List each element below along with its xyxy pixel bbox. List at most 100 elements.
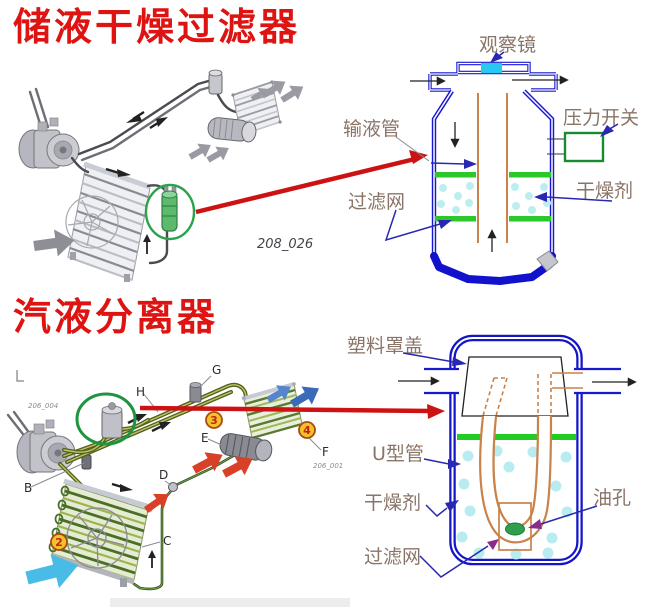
accumulator-labels: 塑料罩盖 U型管 干燥剂 油孔 过滤网 [347, 335, 631, 578]
hidden-tube-lines [482, 374, 552, 417]
arrowhead-icon [490, 52, 503, 63]
arrowhead-icon [534, 192, 547, 202]
bottom-fitting [536, 250, 559, 272]
suction-pipe [77, 78, 214, 156]
callout-letter-D: D [159, 468, 168, 482]
callout-letter-E: E [201, 431, 209, 445]
fan-illustration-bottom [66, 507, 128, 569]
callout-letters: B C D E F G H [24, 363, 329, 548]
desiccant-beads [456, 445, 573, 560]
receiver-drier-title: 储液干燥过滤器 [13, 5, 301, 49]
label-sight-glass: 观察镜 [479, 34, 536, 63]
receiver-drier-cylinder [161, 185, 178, 232]
accumulator-cylinder [101, 402, 123, 439]
label-filter-screen: 过滤网 [364, 539, 499, 578]
side-ports [424, 367, 621, 395]
svg-text:油孔: 油孔 [593, 487, 631, 509]
label-desiccant: 干燥剂 [364, 492, 459, 518]
corner-mark [16, 370, 24, 382]
belt-lines [6, 410, 32, 440]
accumulator-figure: 206_004 [6, 334, 637, 607]
arrowhead-icon [487, 539, 499, 550]
svg-text:压力开关: 压力开关 [563, 107, 639, 129]
callout-number-3: 3 [205, 411, 223, 429]
label-oil-hole: 油孔 [528, 487, 631, 529]
accumulator-title: 汽液分离器 [13, 295, 219, 339]
receiver-drier-schematic [410, 61, 605, 285]
filter-screen-lower [435, 216, 551, 222]
flow-arrow [151, 422, 171, 433]
figure-ref: 208_026 [257, 237, 313, 252]
filter-screen-upper [435, 172, 551, 178]
callout-number-4: 4 [298, 421, 316, 439]
callout-letter-B: B [24, 481, 32, 495]
label-filter-screen: 过滤网 [348, 191, 452, 242]
svg-text:干燥剂: 干燥剂 [364, 492, 421, 514]
green-highlight-circle [75, 392, 137, 446]
svg-text:过滤网: 过滤网 [364, 546, 421, 568]
screen-bar [457, 434, 576, 440]
plastic-cover [461, 356, 569, 417]
svg-text:过滤网: 过滤网 [348, 191, 405, 213]
svg-text:4: 4 [303, 424, 311, 437]
svg-text:输液管: 输液管 [343, 118, 400, 140]
drier-outlet-pipe [148, 229, 169, 265]
arrowhead-icon [464, 159, 477, 169]
flow-arrow-condenser-top [105, 167, 131, 177]
flow-arrow-from-compressor [149, 117, 168, 130]
figure-ref-right: 206_001 [313, 462, 343, 470]
svg-text:3: 3 [210, 414, 218, 427]
pressure-switch-box [547, 131, 605, 163]
callout-letter-C: C [163, 534, 171, 548]
arrowhead-icon [600, 125, 614, 137]
compressor-illustration [16, 419, 76, 474]
label-pressure-switch: 压力开关 [563, 107, 639, 137]
shadow-strip [110, 598, 350, 607]
label-liquid-pipe: 输液管 [343, 118, 477, 169]
label-u-tube: U型管 [372, 443, 461, 469]
green-filter-oval [505, 522, 525, 536]
receiver-drier-figure: 208_026 [18, 34, 639, 285]
blower-illustration-bottom [219, 433, 273, 462]
flow-arrow-condenser-top [111, 482, 133, 492]
svg-text:U型管: U型管 [372, 443, 424, 465]
callout-letter-H: H [136, 385, 145, 399]
red-callout-arrow-receiver [195, 150, 428, 215]
sight-glass [481, 63, 502, 73]
callout-letter-F: F [322, 445, 329, 459]
figure-ref-left: 206_004 [28, 402, 58, 410]
flow-arrow-to-compressor [126, 110, 145, 123]
condenser-illustration-top [67, 161, 151, 282]
flow-arrow-up [148, 550, 156, 568]
desiccant-beads [437, 182, 551, 214]
receiver-labels: 观察镜 输液管 压力开关 干燥剂 过滤网 [343, 34, 639, 242]
label-plastic-cover: 塑料罩盖 [347, 335, 467, 366]
svg-text:观察镜: 观察镜 [479, 34, 536, 56]
muffler-g [189, 382, 202, 403]
callout-number-2: 2 [50, 533, 68, 551]
expansion-valve-illustration [208, 69, 223, 95]
arrowhead-icon [528, 519, 542, 529]
arrowhead-icon [448, 459, 461, 469]
ac-system-illustration-top: 208_026 [18, 69, 313, 282]
arrowhead-icon [452, 357, 467, 366]
label-desiccant: 干燥剂 [534, 180, 633, 202]
accumulator-schematic [398, 334, 637, 566]
fan-illustration-top [65, 195, 119, 249]
ac-system-illustration-bottom: 206_004 [6, 363, 350, 607]
blower-illustration-top [207, 117, 257, 143]
compressor-to-condenser-pipe [70, 156, 90, 174]
arrowhead-icon [445, 500, 459, 512]
green-highlight-circle [144, 183, 196, 241]
svg-text:2: 2 [55, 536, 63, 549]
compressor-illustration [18, 117, 80, 169]
vessel-bottom [430, 252, 556, 285]
discharge-pipe [80, 84, 216, 162]
arrowhead-icon [438, 220, 452, 229]
flow-arrow-up [143, 234, 151, 254]
valve-to-evaporator-pipe [216, 93, 238, 114]
svg-text:干燥剂: 干燥剂 [576, 180, 633, 202]
svg-text:塑料罩盖: 塑料罩盖 [347, 335, 423, 357]
callout-letter-G: G [212, 363, 221, 377]
